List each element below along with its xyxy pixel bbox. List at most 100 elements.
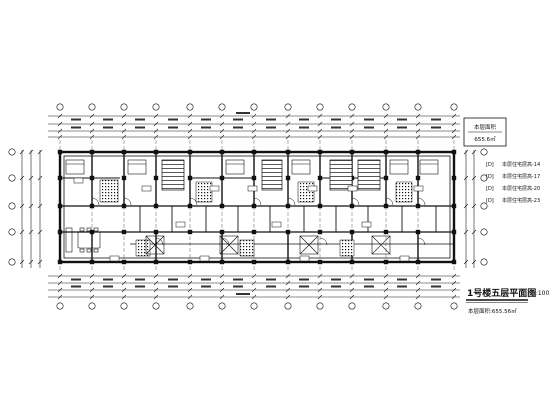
column	[187, 149, 193, 155]
axis-bubble	[88, 302, 96, 310]
chair	[86, 227, 92, 232]
legend-marker: [D]	[486, 186, 494, 192]
column	[349, 149, 355, 155]
chair	[79, 227, 85, 232]
room-tag	[73, 177, 84, 184]
dimension-tick	[285, 280, 291, 286]
bathroom-floor	[195, 181, 213, 203]
column	[349, 203, 355, 209]
axis-bubble	[250, 103, 258, 111]
column	[219, 203, 225, 209]
door-swing	[123, 197, 132, 206]
dimension-tick	[187, 273, 193, 279]
column	[415, 259, 421, 265]
area-info-box: 本层面积 655.6㎡	[463, 117, 507, 147]
dimension-tick	[187, 280, 193, 286]
dimension-tick	[37, 229, 43, 235]
dimension-tick	[317, 273, 323, 279]
column	[317, 149, 323, 155]
dimension-tick	[251, 273, 257, 279]
column	[251, 259, 257, 265]
dimension-tick	[463, 175, 469, 181]
dimension-figure	[103, 278, 113, 281]
axis-bubble	[316, 103, 324, 111]
dimension-tick	[121, 273, 127, 279]
dimension-tick	[153, 273, 159, 279]
elevator-shaft	[299, 235, 319, 255]
dimension-figure	[299, 118, 309, 121]
area-box-title: 本层面积	[474, 123, 497, 131]
room-tag	[247, 185, 258, 192]
dimension-figure	[331, 126, 341, 129]
dimension-tick	[251, 121, 257, 127]
dimension-tick	[471, 175, 477, 181]
exterior-walls	[58, 150, 456, 264]
dimension-tick	[121, 113, 127, 119]
column	[89, 175, 95, 181]
door-swing	[351, 197, 360, 206]
column	[57, 259, 63, 265]
column	[285, 149, 291, 155]
room-tag	[413, 185, 424, 192]
dimension-tick	[451, 113, 457, 119]
dimension-tick	[349, 273, 355, 279]
column	[187, 259, 193, 265]
column	[451, 175, 457, 181]
legend-text: 本层住宅层高-14	[502, 161, 540, 168]
axis-bubble	[250, 302, 258, 310]
dimension-tick	[349, 113, 355, 119]
dimension-tick	[251, 294, 257, 300]
legend-text: 本层住宅层高-17	[502, 173, 540, 180]
column	[251, 175, 257, 181]
dimension-tick	[251, 280, 257, 286]
dimension-tick	[471, 203, 477, 209]
axis-bubble	[348, 103, 356, 111]
dimension-tick	[349, 121, 355, 127]
column	[383, 259, 389, 265]
bed	[127, 159, 147, 175]
axis-bubble	[480, 202, 488, 210]
dimension-ticks	[19, 113, 477, 300]
room-tag	[209, 185, 220, 192]
bed	[225, 159, 245, 175]
dimension-tick	[89, 121, 95, 127]
door-swing	[417, 197, 426, 206]
dimension-tick	[219, 113, 225, 119]
room-tags	[73, 177, 424, 262]
column	[285, 175, 291, 181]
dimension-tick	[349, 280, 355, 286]
column	[219, 259, 225, 265]
dimension-tick	[317, 128, 323, 134]
dimension-tick	[57, 294, 63, 300]
dimension-tick	[219, 280, 225, 286]
axis-bubble	[8, 174, 16, 182]
dimension-tick	[383, 113, 389, 119]
dimension-tick	[187, 113, 193, 119]
bed	[291, 159, 311, 175]
column	[187, 175, 193, 181]
column	[219, 175, 225, 181]
dimension-tick	[317, 287, 323, 293]
dimension-tick	[383, 134, 389, 140]
column	[285, 203, 291, 209]
elevator-cross	[371, 235, 391, 255]
dimension-tick	[57, 287, 63, 293]
column	[57, 203, 63, 209]
dimension-tick	[187, 294, 193, 300]
dimension-tick	[285, 294, 291, 300]
dimension-figure	[431, 285, 441, 288]
door-swing	[189, 197, 198, 206]
dimension-figure	[201, 126, 211, 129]
dimension-tick	[251, 113, 257, 119]
legend-item: [D] 本层住宅层高-23	[486, 197, 540, 204]
dimension-tick	[451, 128, 457, 134]
chair	[93, 248, 99, 253]
dimension-figure	[168, 118, 178, 121]
dimension-tick	[57, 134, 63, 140]
dimension-figure	[431, 126, 441, 129]
door-swing	[155, 237, 164, 246]
dimension-tick	[37, 203, 43, 209]
elevator-shaft	[219, 235, 239, 255]
dimension-tick	[89, 113, 95, 119]
dimension-tick	[219, 273, 225, 279]
